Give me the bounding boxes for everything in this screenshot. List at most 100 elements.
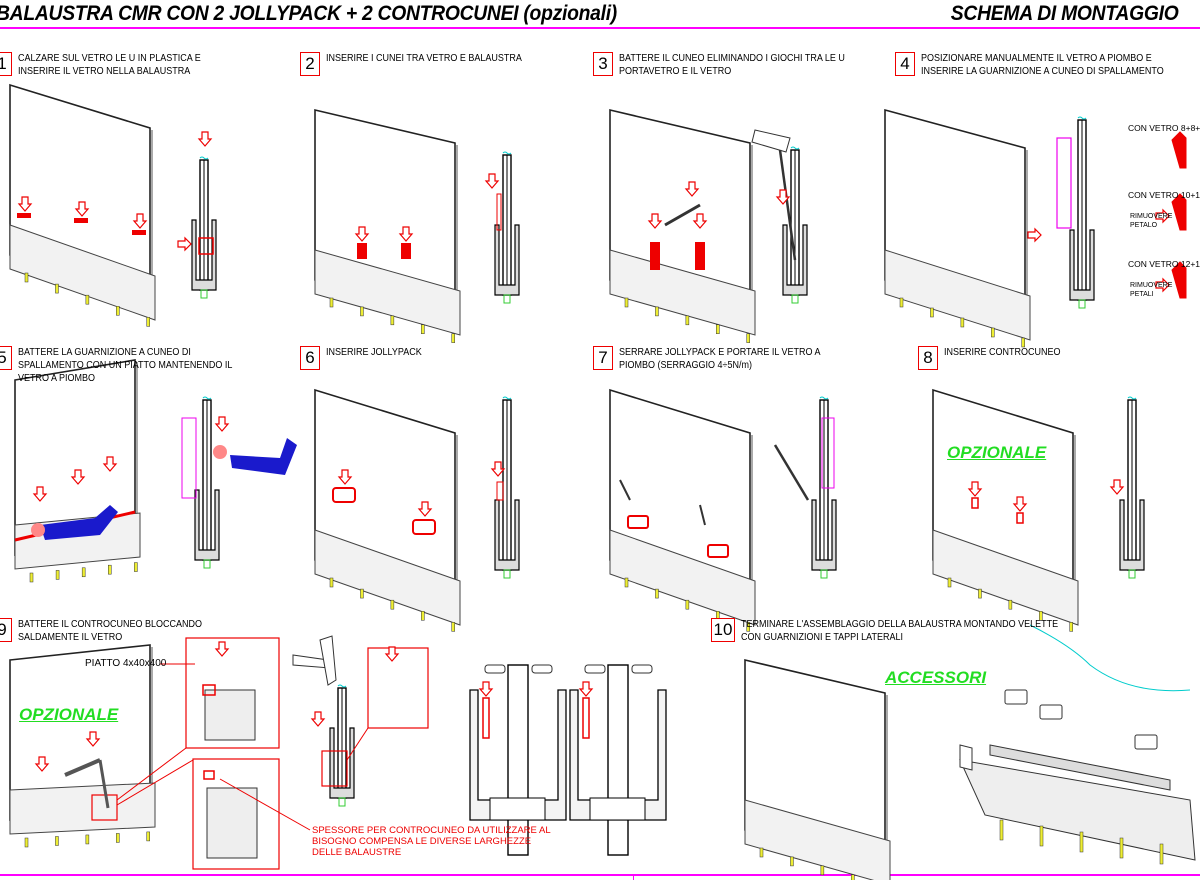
- anchor-bolt: [1119, 837, 1124, 859]
- jollypack-accessory: [1004, 689, 1028, 705]
- detail-profile: [206, 787, 258, 859]
- anchor-bolt: [55, 570, 60, 580]
- optional-label-step8: OPZIONALE: [947, 443, 1047, 462]
- anchor-bolt: [1159, 843, 1164, 865]
- anchor-bolt: [55, 283, 59, 294]
- anchor-bolt: [790, 856, 794, 867]
- bolt-section: [503, 294, 511, 304]
- glass-section: [607, 664, 629, 856]
- anchor-bolt: [1079, 831, 1084, 853]
- anchor-bolt: [85, 834, 90, 845]
- anchor-bolt: [390, 315, 395, 326]
- side-cap: [531, 664, 553, 674]
- arrow-icon: [310, 711, 326, 727]
- aluminium-profile: [782, 224, 808, 296]
- detail-frame: [192, 758, 280, 870]
- break-line: [819, 396, 829, 400]
- counter-wedge: [1016, 512, 1024, 524]
- break-line: [790, 146, 800, 150]
- hammer-handle: [64, 758, 101, 777]
- anchor-bolt: [930, 307, 934, 318]
- hand-icon: [213, 445, 227, 459]
- aluminium-profile: [194, 489, 220, 561]
- arrow-icon: [214, 416, 230, 432]
- step-instruction: TERMINARE L'ASSEMBLAGGIO DELLA BALAUSTRA…: [741, 619, 1059, 643]
- arrow-icon: [484, 173, 500, 189]
- arrow-icon: [692, 213, 708, 229]
- anchor-bolt: [134, 562, 138, 572]
- step-number: 8: [918, 346, 938, 370]
- anchor-bolt: [624, 577, 629, 588]
- aluminium-profile: [329, 727, 355, 799]
- base-channel: [932, 529, 1079, 626]
- anchor-bolt: [1021, 337, 1025, 348]
- side-cap: [584, 664, 606, 674]
- leader-line: [346, 727, 369, 761]
- step-number: 2: [300, 52, 320, 76]
- arrow-icon: [647, 213, 663, 229]
- hammer-head: [319, 635, 337, 686]
- step-instruction: INSERIRE CONTROCUNEO: [944, 347, 1061, 358]
- jollypack-section: [496, 481, 504, 501]
- arrow-icon: [384, 646, 400, 662]
- anchor-bolt: [146, 317, 150, 327]
- step-instruction: INSERIRE JOLLYPACK: [326, 347, 422, 358]
- anchor-bolt: [421, 324, 425, 334]
- anchor-bolt: [81, 567, 86, 578]
- anchor-bolt: [329, 297, 334, 308]
- detail-marker: [321, 750, 348, 787]
- step-instruction: SERRARE JOLLYPACK E PORTARE IL VETRO A P…: [619, 347, 821, 371]
- aluminium-profile: [191, 219, 217, 291]
- step-instruction: POSIZIONARE MANUALMENTE IL VETRO A PIOMB…: [921, 53, 1164, 77]
- anchor-bolt: [24, 272, 29, 283]
- step-number: 4: [895, 52, 915, 76]
- hammer-handle: [778, 149, 797, 261]
- note-remove-petals: RIMUOVERE PETALI: [1130, 282, 1173, 298]
- gasket-petals-icon: [1171, 193, 1187, 231]
- wedge: [695, 242, 705, 270]
- counter-wedge: [482, 697, 490, 739]
- arrow-icon: [102, 456, 118, 472]
- aluminium-profile: [494, 499, 520, 571]
- detail-frame: [367, 647, 429, 729]
- aluminium-profile: [1119, 499, 1145, 571]
- shim-note: SPESSORE PER CONTROCUNEO DA UTILIZZARE A…: [312, 825, 551, 858]
- break-line: [1127, 396, 1137, 400]
- step-number: 7: [593, 346, 613, 370]
- allen-key: [619, 479, 631, 501]
- jollypack-accessory: [1134, 734, 1158, 750]
- counter-wedge: [202, 684, 216, 696]
- arrow-icon: [1155, 277, 1170, 293]
- bolt-section: [820, 569, 828, 579]
- break-line: [502, 396, 512, 400]
- anchor-bolt: [820, 865, 825, 876]
- arrow-icon: [684, 181, 700, 197]
- step-instruction: INSERIRE I CUNEI TRA VETRO E BALAUSTRA: [326, 53, 522, 64]
- anchor-bolt: [624, 297, 629, 308]
- step-instruction: CALZARE SUL VETRO LE U IN PLASTICA E INS…: [18, 53, 201, 77]
- wedge: [401, 243, 411, 259]
- anchor-bolt: [991, 327, 995, 338]
- anchor-bolt: [421, 611, 425, 621]
- step-number: 1: [0, 52, 12, 76]
- u-plastic: [17, 213, 31, 218]
- u-plastic-section: [198, 237, 214, 255]
- arrow-icon: [74, 201, 90, 217]
- jollypack: [707, 544, 729, 558]
- arrow-icon: [417, 501, 433, 517]
- break-line: [202, 396, 212, 400]
- note-glass-8: CON VETRO 8+8+: [1128, 123, 1200, 133]
- base-channel: [314, 529, 461, 626]
- anchor-bolt: [685, 599, 690, 610]
- u-plastic: [132, 230, 146, 235]
- arrow-icon: [775, 189, 791, 205]
- base-channel: [744, 799, 891, 880]
- bolt-section: [503, 569, 511, 579]
- arrow-icon: [177, 236, 192, 252]
- arm-icon: [40, 505, 118, 540]
- document-title: BALAUSTRA CMR CON 2 JOLLYPACK + 2 CONTRO…: [0, 2, 617, 25]
- anchor-bolt: [55, 836, 59, 846]
- arrow-icon: [34, 756, 50, 772]
- step-instruction: BATTERE IL CONTROCUNEO BLOCCANDO SALDAME…: [18, 619, 203, 643]
- anchor-bolt: [108, 564, 112, 575]
